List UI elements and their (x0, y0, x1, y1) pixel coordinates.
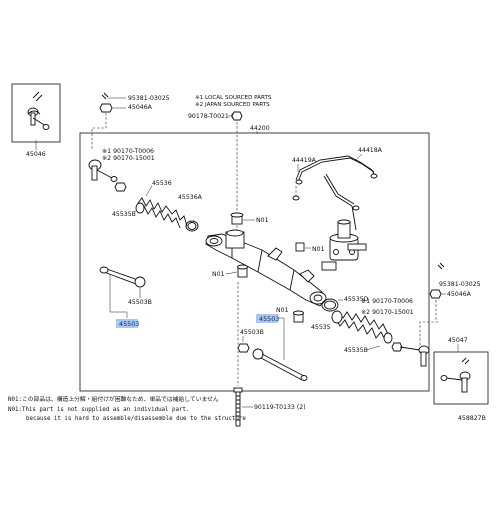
lock-nut-left-icon (114, 182, 127, 192)
bushing-mid-icon (295, 242, 305, 252)
castle-nut-right-icon (429, 289, 442, 299)
steering-gear-housing-icon (205, 229, 327, 307)
callout-45046A-right[interactable]: 45046A (447, 291, 472, 298)
callout-N01-d[interactable]: N01 (276, 307, 289, 314)
callout-45046A-top[interactable]: 45046A (128, 104, 153, 111)
legend-japan-sourced: ※2 JAPAN SOURCED PARTS (195, 102, 270, 108)
note-jp: N01:この部品は、構造上分解・組付けが困難なため、単品では補給していません (8, 395, 219, 403)
legend-local-sourced: ※1 LOCAL SOURCED PARTS (195, 95, 272, 101)
callout-45503-center[interactable]: 45503 (259, 315, 279, 323)
note-en-line2: because it is hard to assemble/disassemb… (26, 416, 246, 422)
detail-box-45047 (433, 351, 489, 405)
note-en-line1: N01:This part is not supplied as an indi… (8, 407, 189, 413)
highlight-45503-left (116, 319, 138, 328)
callout-95381-03025-top[interactable]: 95381-03025 (128, 95, 170, 102)
lock-nut-right-icon (391, 342, 403, 352)
callout-44418A[interactable]: 44418A (358, 147, 383, 154)
tube-grommet-icon (292, 195, 300, 201)
callout-44419A[interactable]: 44419A (292, 157, 317, 164)
bushing-low-icon (237, 264, 248, 278)
callout-45046-top[interactable]: 45046 (26, 151, 46, 158)
callout-90119-T0133[interactable]: 90119-T0133 (2) (254, 404, 306, 411)
tie-rod-end-detail-icon (27, 91, 50, 130)
nut-icon (231, 111, 243, 121)
highlight-45503-center (256, 314, 278, 323)
callout-45503B-left[interactable]: 45503B (128, 299, 152, 306)
cotter-pin-right-icon (437, 262, 445, 270)
callout-N01-a[interactable]: N01 (256, 217, 269, 224)
figure-code: 458827B (458, 415, 486, 422)
callout-95381-03025-right[interactable]: 95381-03025 (439, 281, 481, 288)
tie-rod-end-left-icon (88, 159, 118, 182)
bushing-right-icon (293, 310, 304, 323)
steering-boot-right-icon (331, 310, 393, 344)
callout-45047[interactable]: 45047 (448, 337, 468, 344)
callout-90170-15001-left[interactable]: ※2 90170-15001 (102, 155, 155, 162)
callout-90178-T0021[interactable]: 90178-T0021 (2) (188, 113, 240, 120)
cotter-pin-icon (101, 92, 109, 100)
power-steering-tube-icon (295, 155, 378, 231)
callout-44200[interactable]: 44200 (250, 125, 270, 132)
tie-rod-end-detail-right-icon (440, 357, 471, 393)
callout-N01-b[interactable]: N01 (312, 246, 325, 253)
lock-nut-center-icon (237, 343, 250, 353)
callout-45503-left[interactable]: 45503 (119, 320, 139, 328)
boot-clamp-right-icon (321, 298, 339, 312)
callout-N01-c[interactable]: N01 (212, 271, 225, 278)
callout-45536[interactable]: 45536 (152, 180, 172, 187)
callout-90170-T0006-right[interactable]: ※1 90170-T0006 (361, 298, 413, 305)
bushing-top-icon (230, 212, 244, 225)
callout-45535B-right[interactable]: 45535B (344, 347, 368, 354)
callout-45503B-center[interactable]: 45503B (240, 329, 264, 336)
tie-rod-left-icon (99, 266, 146, 288)
tie-rod-end-right-icon (399, 345, 430, 367)
castle-nut-icon (99, 103, 113, 113)
steering-boot-left-icon (135, 197, 188, 229)
callout-45535B-left[interactable]: 45535B (112, 211, 136, 218)
assembly-frame-44200 (79, 132, 430, 392)
callout-90170-15001-right[interactable]: ※2 90170-15001 (361, 309, 414, 316)
callout-90170-T0006-left[interactable]: ※1 90170-T0006 (102, 148, 154, 155)
callout-45535D[interactable]: 45535D (344, 296, 369, 303)
tie-rod-center-icon (252, 348, 308, 381)
callout-45536A[interactable]: 45536A (178, 194, 203, 201)
control-valve-icon (321, 219, 367, 271)
mounting-bolt-icon (233, 387, 243, 427)
callout-45535[interactable]: 45535 (311, 324, 331, 331)
boot-clamp-icon (185, 220, 199, 232)
